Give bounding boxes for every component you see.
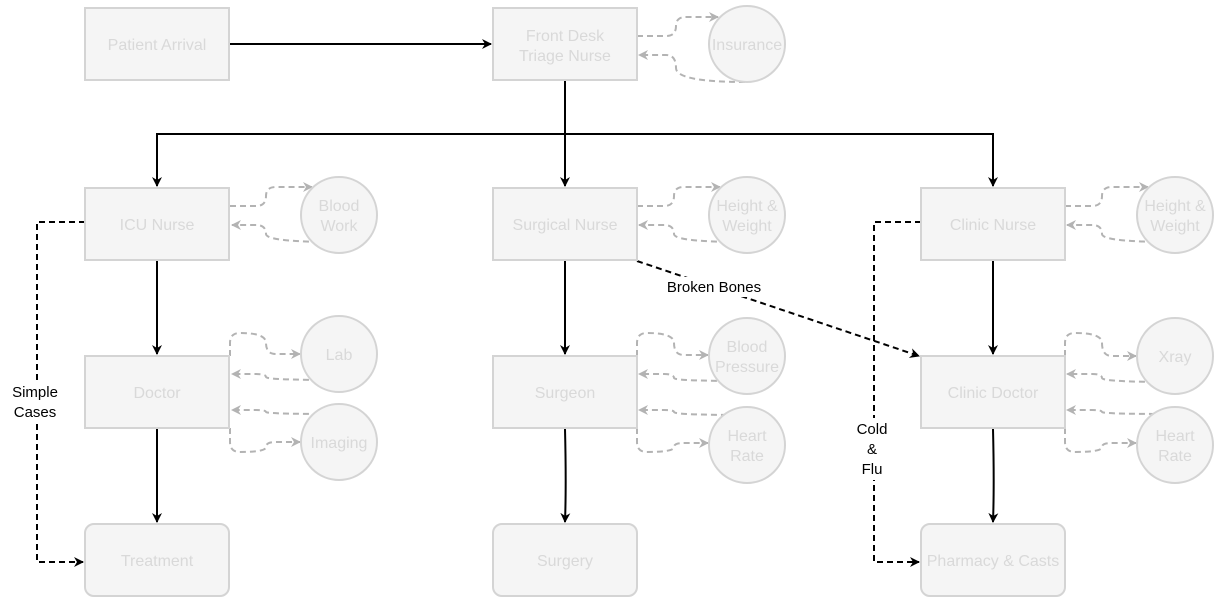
blood-work-label-line1: Blood — [319, 198, 360, 215]
edge-labels: Broken Bones Simple Cases Cold & Flu — [6, 277, 894, 480]
node-heart-rate-clinic[interactable]: Heart Rate — [1136, 406, 1214, 484]
heart-rate-surgeon-label-line1: Heart — [727, 428, 767, 445]
node-clinic-doctor[interactable]: Clinic Doctor — [920, 355, 1066, 429]
surgery-label: Surgery — [537, 553, 593, 570]
process-nodes: Patient Arrival Front Desk Triage Nurse … — [84, 7, 1066, 597]
node-insurance[interactable]: Insurance — [708, 5, 786, 83]
node-imaging[interactable]: Imaging — [300, 403, 378, 481]
simple-cases-label-line2: Cases — [14, 404, 57, 421]
height-weight-surgical-label-line1: Height & — [716, 198, 778, 215]
imaging-label: Imaging — [311, 435, 368, 452]
blood-pressure-label-line1: Blood — [727, 339, 768, 356]
height-weight-surgical-label-line2: Weight — [722, 218, 772, 235]
node-lab[interactable]: Lab — [300, 315, 378, 393]
secondary-edges — [229, 12, 1176, 454]
heart-rate-clinic-label-line2: Rate — [1158, 448, 1192, 465]
cold-flu-label-line1: Cold — [857, 421, 888, 438]
broken-bones-label: Broken Bones — [667, 279, 761, 296]
node-front-desk[interactable]: Front Desk Triage Nurse — [492, 7, 638, 81]
primary-edges — [36, 39, 999, 567]
pharmacy-label: Pharmacy & Casts — [927, 553, 1059, 570]
surgeon-label: Surgeon — [535, 385, 596, 402]
patient-arrival-label: Patient Arrival — [108, 37, 207, 54]
heart-rate-clinic-label-line1: Heart — [1155, 428, 1195, 445]
doctor-label: Doctor — [133, 385, 181, 402]
edge-simple-cases — [36, 221, 85, 567]
clinic-doctor-label: Clinic Doctor — [948, 385, 1039, 402]
node-height-weight-surgical[interactable]: Height & Weight — [708, 176, 786, 254]
edge-clinicdoctor-to-pharmacy — [988, 428, 999, 523]
node-doctor[interactable]: Doctor — [84, 355, 230, 429]
simple-cases-label-line1: Simple — [12, 384, 58, 401]
node-pharmacy[interactable]: Pharmacy & Casts — [920, 523, 1066, 597]
blood-pressure-label-line2: Pressure — [715, 359, 779, 376]
treatment-label: Treatment — [121, 553, 194, 570]
node-clinic-nurse[interactable]: Clinic Nurse — [920, 187, 1066, 261]
xray-label: Xray — [1159, 349, 1192, 366]
cold-flu-label-line3: Flu — [862, 461, 883, 478]
height-weight-clinic-label-line1: Height & — [1144, 198, 1206, 215]
node-treatment[interactable]: Treatment — [84, 523, 230, 597]
heart-rate-surgeon-label-line2: Rate — [730, 448, 764, 465]
simple-cases-label-bg — [6, 381, 64, 423]
surgical-nurse-label: Surgical Nurse — [513, 217, 618, 234]
edge-branch-clinic — [565, 133, 998, 187]
node-surgeon[interactable]: Surgeon — [492, 355, 638, 429]
cold-flu-label-line2: & — [867, 441, 877, 458]
edge-surgeon-to-surgery — [560, 428, 571, 523]
front-desk-label-line2: Triage Nurse — [519, 48, 611, 65]
node-blood-work[interactable]: Blood Work — [300, 176, 378, 254]
edge-cold-flu — [873, 221, 921, 567]
node-heart-rate-surgeon[interactable]: Heart Rate — [708, 406, 786, 484]
broken-bones-label-bg — [658, 277, 770, 297]
blood-work-label-line2: Work — [320, 218, 358, 235]
node-surgery[interactable]: Surgery — [492, 523, 638, 597]
node-blood-pressure[interactable]: Blood Pressure — [708, 317, 786, 395]
node-patient-arrival[interactable]: Patient Arrival — [84, 7, 230, 81]
icu-nurse-label: ICU Nurse — [120, 217, 195, 234]
node-height-weight-clinic[interactable]: Height & Weight — [1136, 176, 1214, 254]
height-weight-clinic-label-line2: Weight — [1150, 218, 1200, 235]
edge-branch-icu — [152, 133, 565, 187]
node-icu-nurse[interactable]: ICU Nurse — [84, 187, 230, 261]
node-xray[interactable]: Xray — [1136, 317, 1214, 395]
circle-nodes: Insurance Blood Work Height & Weight Hei… — [300, 5, 1214, 484]
insurance-label: Insurance — [712, 37, 782, 54]
front-desk-label-line1: Front Desk — [526, 28, 605, 45]
clinic-nurse-label: Clinic Nurse — [950, 217, 1036, 234]
node-surgical-nurse[interactable]: Surgical Nurse — [492, 187, 638, 261]
lab-label: Lab — [326, 347, 353, 364]
cold-flu-label-bg — [850, 418, 894, 480]
